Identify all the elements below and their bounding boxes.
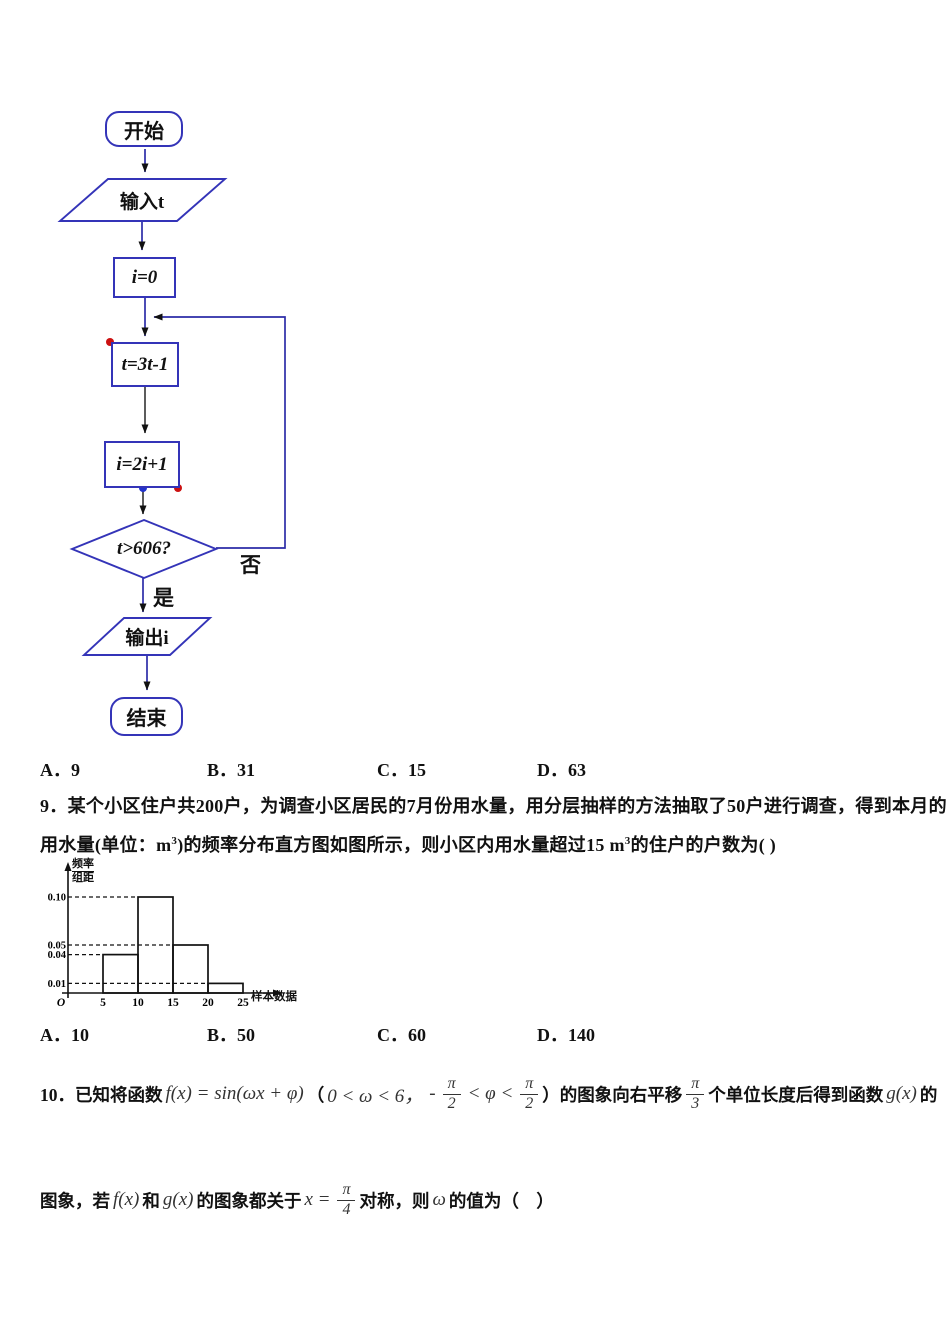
q10-omega: ω (432, 1189, 446, 1210)
q10-paren-open: （ (306, 1084, 325, 1105)
flowchart-node-start: 开始 (105, 111, 183, 147)
flowchart-node-init: i=0 (113, 257, 176, 298)
q9-text-line2: 用水量(单位：m3)的频率分布直方图如图所示，则小区内用水量超过15 m3的住户… (40, 831, 920, 857)
q10-phi-range: < φ < (467, 1083, 514, 1104)
flowchart-node-assign-t: t=3t-1 (111, 342, 179, 387)
q10-l1-t2: 的图象向右平移 (559, 1084, 683, 1105)
histogram-ylabel-bottom: 组距 (72, 870, 94, 884)
q10-l2-gx: g(x) (162, 1189, 194, 1210)
flowchart: 开始 输入t i=0 t=3t-1 i=2i+1 t>606? 否 是 输出i … (57, 111, 286, 736)
q10-l2-t3: 的图象都关于 (196, 1190, 302, 1211)
q10-l1-t3: 个单位长度后得到函数 (708, 1084, 884, 1105)
x-tick-label: 5 (100, 997, 106, 1009)
flowchart-node-input: 输入t (82, 188, 202, 213)
loop-line-no (153, 313, 286, 549)
q9-sup-1: 3 (171, 835, 178, 847)
q10-formula-fx: f(x) = sin(ωx + φ) (165, 1083, 304, 1104)
fraction-pi-over-3: π 3 (686, 1075, 705, 1113)
q10-number: 10． (40, 1084, 75, 1105)
q8-option-a: A．9 (40, 760, 80, 780)
x-axis-arrow (273, 989, 283, 997)
histogram-bar (207, 982, 244, 994)
y-tick-label: 0.01 (48, 979, 66, 990)
assign-t-label: t=3t-1 (121, 353, 169, 375)
assign-i-label: i=2i+1 (116, 453, 168, 475)
x-tick-label: 10 (132, 997, 144, 1009)
q10-l2-t5: 的值为（ ） (448, 1190, 554, 1211)
init-label: i=0 (131, 266, 158, 288)
branch-label-yes: 是 (153, 586, 174, 610)
x-tick-label: 20 (202, 997, 214, 1009)
q10-text-line1: 10． 已知将函数 f(x) = sin(ωx + φ) （ 0 < ω < 6… (40, 1058, 937, 1130)
output-label: 输出i (125, 627, 169, 649)
q10-formula-gx: g(x) (886, 1083, 917, 1104)
q9-option-a: A．10 (40, 1025, 89, 1045)
output-parallelogram (81, 617, 213, 656)
flowchart-node-decision: t>606? (84, 537, 204, 561)
q10-l2-t1: 图象，若 (40, 1190, 110, 1211)
x-tick-label: O (57, 997, 65, 1009)
q9-option-d: D．140 (537, 1025, 595, 1045)
q9-text-line1: 9．某个小区住户共200户，为调查小区居民的7月份用水量，用分层抽样的方法抽取了… (40, 796, 947, 816)
q10-paren-close: ） (542, 1084, 560, 1105)
y-axis-arrow (64, 862, 72, 871)
branch-label-no: 否 (240, 553, 261, 577)
input-label: 输入t (119, 191, 165, 213)
decision-diamond (69, 518, 219, 580)
flowchart-node-output: 输出i (92, 624, 202, 649)
q9-line2-c: 的住户的户数为( ) (630, 835, 777, 855)
fraction-pi-over-2-right: π 2 (520, 1075, 539, 1113)
fraction-pi-over-2-left: π 2 (442, 1075, 461, 1113)
q10-symmetry-axis: x = (304, 1189, 331, 1210)
q10-l1-t1: 已知将函数 (75, 1084, 163, 1105)
end-label: 结束 (126, 708, 167, 730)
y-tick-label: 0.04 (48, 950, 67, 961)
input-parallelogram (57, 178, 228, 222)
q9-line2-a: 用水量(单位：m (40, 835, 172, 855)
histogram-xlabel: 样本数据 (251, 991, 297, 1003)
start-label: 开始 (124, 120, 164, 143)
q8-option-c: C．15 (377, 760, 426, 780)
x-tick-label: 25 (237, 997, 249, 1009)
fraction-pi-over-4: π 4 (337, 1181, 356, 1219)
q10-text-line2: 图象，若 f(x) 和 g(x) 的图象都关于 x = π 4 对称，则 ω 的… (40, 1168, 554, 1232)
decision-label: t>606? (116, 538, 172, 559)
q9-options-row: A．10 B．50 C．60 D．140 (0, 1021, 950, 1045)
histogram-bar (102, 953, 139, 994)
histogram-chart: O 5 10 15 20 25 0.01 0.040.05 0.10 (48, 862, 283, 1009)
q9-line2-b: )的频率分布直方图如图所示，则小区内用水量超过15 m (177, 835, 625, 855)
q8-option-d: D．63 (537, 760, 586, 780)
flowchart-node-end: 结束 (110, 697, 183, 736)
histogram-ylabel: 频率 组距 (72, 858, 94, 884)
flowchart-node-assign-i: i=2i+1 (104, 441, 180, 488)
q10-l2-t4: 对称，则 (359, 1190, 430, 1211)
q8-options-row: A．9 B．31 C．15 D．63 (0, 756, 950, 780)
q9-sup-2: 3 (624, 835, 631, 847)
q10-l1-t4: 的 (919, 1084, 938, 1105)
q10-l2-t2: 和 (142, 1190, 160, 1211)
q10-minus-sign: - (429, 1083, 436, 1104)
y-tick-label: 0.10 (48, 893, 66, 904)
q10-omega-range: 0 < ω < 6， (327, 1085, 424, 1107)
y-tick-label: 0.05 (48, 941, 66, 952)
q8-option-b: B．31 (207, 760, 256, 780)
x-tick-label: 15 (167, 997, 179, 1009)
q9-option-c: C．60 (377, 1025, 426, 1045)
histogram-ylabel-top: 频率 (72, 858, 94, 870)
q10-l2-fx: f(x) (113, 1189, 140, 1210)
q9-option-b: B．50 (207, 1025, 256, 1045)
histogram-bar (172, 944, 209, 994)
